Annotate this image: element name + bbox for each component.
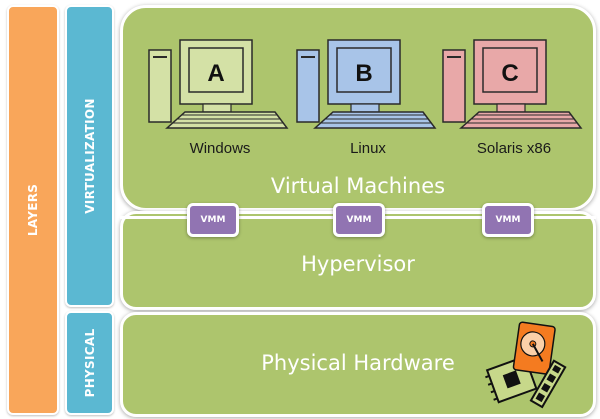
machine-letter: B <box>355 60 372 87</box>
physical-hardware-title: Physical Hardware <box>261 351 455 375</box>
keyboard <box>459 111 583 129</box>
os-label-linux: Linux <box>350 140 386 157</box>
screen <box>482 47 538 93</box>
virtual-machines-title: Virtual Machines <box>270 174 446 198</box>
machine-a: A Windows <box>145 36 295 166</box>
monitor-stand <box>202 103 232 113</box>
hardware-components-icon <box>485 321 567 409</box>
screen <box>336 47 392 93</box>
physical-column: PHYSICAL <box>65 311 114 415</box>
machine-c: C Solaris x86 <box>439 36 589 166</box>
tower <box>296 49 320 123</box>
monitor-stand <box>350 103 380 113</box>
physical-label: PHYSICAL <box>82 328 97 398</box>
vmm-box-a: VMM <box>187 203 239 237</box>
tower <box>442 49 466 123</box>
machine-b: B Linux <box>293 36 443 166</box>
layers-column: LAYERS <box>7 5 59 415</box>
hypervisor-title: Hypervisor <box>301 252 415 276</box>
machine-letter: C <box>501 60 518 87</box>
os-label-solaris: Solaris x86 <box>476 140 552 157</box>
monitor-stand <box>496 103 526 113</box>
screen <box>188 47 244 93</box>
keyboard <box>165 111 289 129</box>
vmm-box-c: VMM <box>482 203 534 237</box>
computer-icon: C <box>442 39 583 129</box>
physical-hardware-panel: Physical Hardware <box>120 312 596 417</box>
computer-icon: A <box>148 39 289 129</box>
keyboard <box>313 111 437 129</box>
memory-module-icon <box>529 359 567 409</box>
computer-icon: B <box>296 39 437 129</box>
machine-letter: A <box>207 60 224 87</box>
virtualization-column: VIRTUALIZATION <box>65 5 114 307</box>
layers-label: LAYERS <box>26 183 40 237</box>
virtualization-label: VIRTUALIZATION <box>82 98 97 214</box>
hard-drive-icon <box>512 321 556 375</box>
tower <box>148 49 172 123</box>
vmm-box-b: VMM <box>333 203 385 237</box>
os-label-windows: Windows <box>189 140 251 157</box>
